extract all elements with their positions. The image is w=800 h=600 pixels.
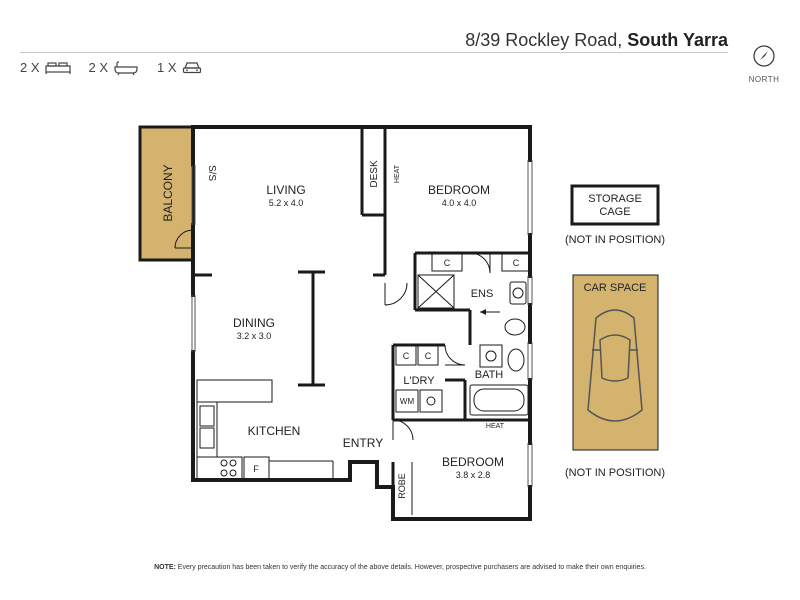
exterior-walls (191, 125, 532, 521)
header-divider (20, 52, 728, 53)
disclaimer-note: NOTE: Every precaution has been taken to… (0, 564, 800, 571)
bedroom-2-label: BEDROOM (442, 455, 504, 469)
cupboard-label-3: C (403, 351, 410, 361)
note-text: Every precaution has been taken to verif… (175, 564, 646, 571)
heat-label-2: HEAT (486, 423, 505, 430)
carspace-count-label: 1 X (157, 60, 177, 75)
bedroom-count-label: 2 X (20, 60, 40, 75)
doors (174, 229, 491, 441)
ensuite-label: ENS (471, 288, 494, 300)
storage-note: (NOT IN POSITION) (565, 234, 665, 246)
car-icon (182, 61, 201, 73)
property-stats: 2 X 2 X 1 X (20, 60, 214, 75)
compass-icon (753, 45, 775, 67)
dining-dimensions: 3.2 x 3.0 (237, 331, 272, 341)
bath-label: BATH (475, 369, 504, 381)
balcony-label: BALCONY (161, 164, 175, 221)
dining-label: DINING (233, 316, 275, 330)
cupboard-label-1: C (444, 258, 451, 268)
car-space-area (572, 274, 659, 451)
note-label: NOTE: (154, 564, 176, 571)
bedroom-count: 2 X (20, 60, 71, 75)
suburb: South Yarra (627, 30, 728, 50)
kitchen-label: KITCHEN (248, 424, 301, 438)
ss-label: S/S (206, 165, 217, 181)
street-address: 8/39 Rockley Road, (465, 30, 628, 50)
balcony-area (138, 125, 195, 262)
fridge-label: F (253, 464, 259, 474)
car-icon (587, 309, 643, 422)
bedroom-1-label: BEDROOM (428, 183, 490, 197)
bed-icon (44, 61, 71, 74)
laundry-label: L'DRY (403, 375, 435, 387)
living-label: LIVING (266, 183, 305, 197)
desk-label: DESK (369, 160, 380, 188)
property-address: 8/39 Rockley Road, South Yarra (465, 30, 728, 51)
bedroom-2-dimensions: 3.8 x 2.8 (456, 470, 491, 480)
robe-label: ROBE (397, 473, 407, 499)
storage-cage-line2: CAGE (599, 206, 630, 218)
ens-arrowhead (480, 309, 486, 315)
car-space-note: (NOT IN POSITION) (565, 467, 665, 479)
entry-label: ENTRY (343, 436, 383, 450)
car-space-label: CAR SPACE (584, 282, 647, 294)
windows (191, 160, 533, 487)
bedroom-1-dimensions: 4.0 x 4.0 (442, 198, 477, 208)
cupboard-label-2: C (513, 258, 520, 268)
bathtub-icon (114, 60, 138, 75)
north-label: NORTH (748, 75, 780, 84)
north-indicator: NORTH (748, 44, 780, 84)
bathroom-count-label: 2 X (88, 60, 109, 75)
bathroom-count: 2 X (89, 60, 140, 75)
heat-label-1: HEAT (394, 164, 401, 183)
washing-machine-label: WM (400, 397, 415, 406)
fixtures (196, 184, 660, 480)
interior-walls (193, 127, 530, 487)
storage-cage-line1: STORAGE (588, 193, 642, 205)
carspace-count: 1 X (157, 60, 202, 75)
cupboard-label-4: C (425, 351, 432, 361)
living-dimensions: 5.2 x 4.0 (269, 198, 304, 208)
